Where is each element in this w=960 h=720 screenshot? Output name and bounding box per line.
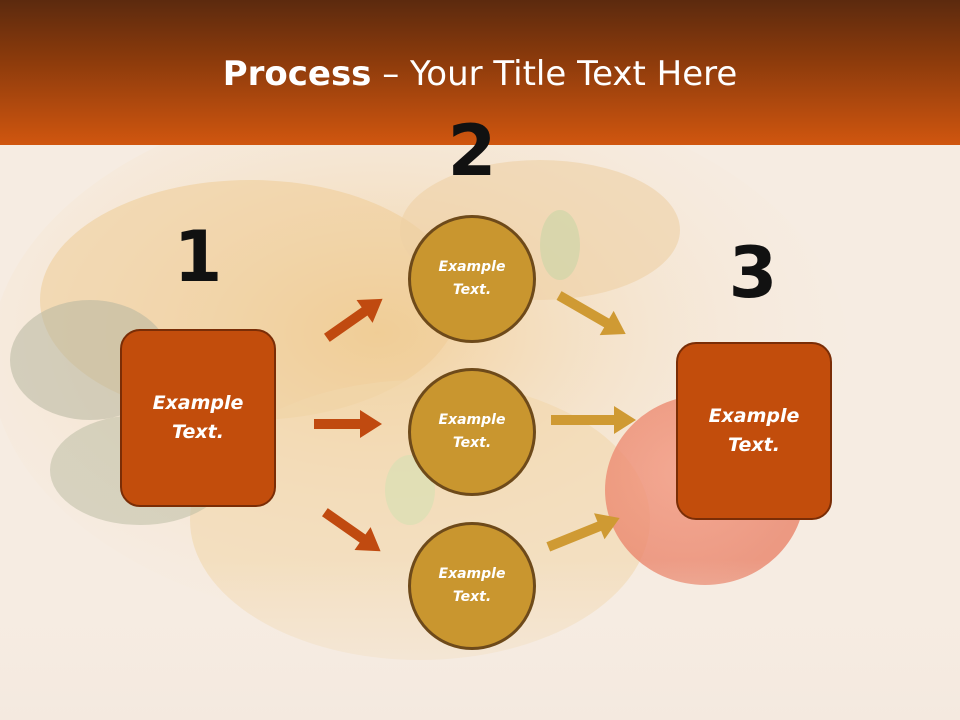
step-number-2: 2 (447, 110, 497, 192)
circle-top-text: Example Text. (438, 259, 506, 298)
step-box-3-text: Example Text. (708, 405, 800, 456)
slide-title: Process – Your Title Text Here (0, 54, 960, 94)
arrow-left-up (324, 298, 383, 342)
step-number-1: 1 (173, 216, 223, 298)
title-rest: – Your Title Text Here (371, 54, 738, 94)
header-band (0, 0, 960, 145)
circle-bottom: Example Text. (408, 522, 536, 650)
step-box-1: Example Text. (120, 329, 276, 507)
step-box-3: Example Text. (676, 342, 832, 520)
step-number-3: 3 (728, 232, 778, 314)
arrow-right-down (556, 291, 626, 336)
circle-middle-text: Example Text. (438, 412, 506, 451)
title-bold: Process (222, 54, 372, 94)
arrow-right-middle (551, 406, 636, 434)
circle-middle: Example Text. (408, 368, 536, 496)
circle-bottom-text: Example Text. (438, 566, 506, 605)
circle-top: Example Text. (408, 215, 536, 343)
step-box-1-text: Example Text. (152, 392, 244, 443)
arrow-left-middle (314, 410, 382, 438)
arrow-right-up (546, 513, 620, 552)
arrow-left-down (322, 508, 381, 552)
